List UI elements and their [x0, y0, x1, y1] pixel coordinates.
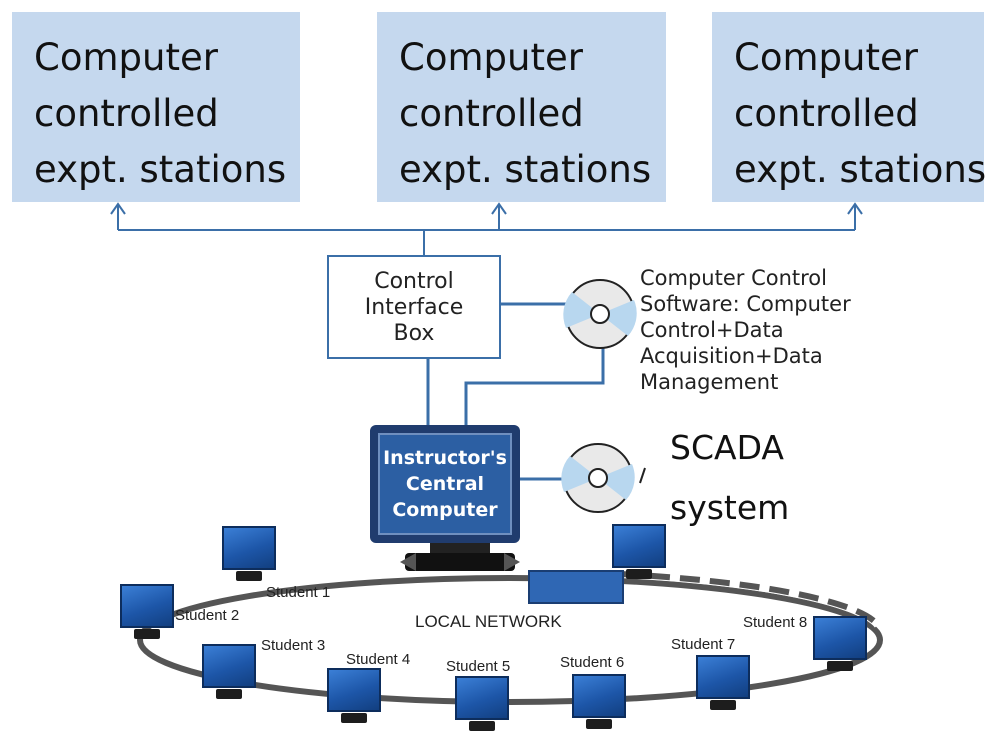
computer-monitor-icon — [813, 616, 867, 660]
monitor-base — [341, 713, 367, 723]
student-label-7: Student 7 — [671, 636, 736, 653]
software-line: Computer Control — [640, 266, 827, 290]
central-computer-line: Central — [405, 473, 485, 495]
scada-line: system — [670, 488, 790, 527]
network-ring — [137, 575, 883, 705]
computer-monitor-icon — [455, 676, 509, 720]
monitor-base — [216, 689, 242, 699]
student-label-1: Student 1 — [266, 584, 331, 601]
student-label-4: Student 4 — [346, 651, 411, 668]
software-line: Management — [640, 370, 779, 394]
left-pointer — [400, 553, 416, 571]
monitor-base — [236, 571, 262, 581]
computer-monitor-icon — [120, 584, 174, 628]
cd-disc-icon — [561, 443, 646, 513]
station-line: expt. stations — [734, 148, 987, 191]
student-computer-1 — [222, 526, 276, 584]
scada-line: SCADA — [670, 428, 784, 467]
station-box-3: Computer controlled expt. stations — [712, 12, 987, 202]
student-label-8: Student 8 — [743, 614, 808, 631]
central-computer-neck — [430, 543, 490, 553]
central-computer-monitor: Instructor's Central Computer — [370, 425, 520, 543]
station-line: controlled — [734, 92, 919, 135]
central-computer-screen: Instructor's Central Computer — [378, 433, 512, 535]
central-computer-base — [405, 553, 515, 571]
computer-monitor-icon — [696, 655, 750, 699]
keyboard-icon — [528, 570, 624, 604]
monitor-base — [134, 629, 160, 639]
station-line: expt. stations — [34, 148, 287, 191]
control-box-line: Interface — [364, 295, 464, 320]
student-label-5: Student 5 — [446, 658, 511, 675]
computer-monitor-icon — [612, 524, 666, 568]
control-interface-box: Control Interface Box — [327, 255, 501, 359]
student-computer-4 — [327, 668, 381, 726]
software-line: Software: Computer — [640, 292, 851, 316]
student-computer-5 — [455, 676, 509, 734]
student-label-2: Student 2 — [175, 607, 240, 624]
student-label-6: Student 6 — [560, 654, 625, 671]
station-bus — [117, 204, 856, 256]
computer-monitor-icon — [202, 644, 256, 688]
monitor-base — [626, 569, 652, 579]
student-computer-3 — [202, 644, 256, 702]
student-computer-7 — [696, 655, 750, 713]
station-line: controlled — [399, 92, 584, 135]
student-computer-8 — [813, 616, 867, 674]
station-line: Computer — [399, 36, 583, 79]
student-computer-2 — [120, 584, 174, 642]
central-computer-line: Instructor's — [383, 447, 507, 469]
software-line: Acquisition+Data — [640, 344, 823, 368]
student-label-3: Student 3 — [261, 637, 326, 654]
student-computer-6 — [572, 674, 626, 732]
station-box-2: Computer controlled expt. stations — [377, 12, 666, 202]
software-label: Computer Control Software: Computer Cont… — [640, 265, 851, 395]
station-line: controlled — [34, 92, 219, 135]
monitor-base — [586, 719, 612, 729]
computer-monitor-icon — [327, 668, 381, 712]
software-line: Control+Data — [640, 318, 784, 342]
monitor-base — [469, 721, 495, 731]
monitor-base — [710, 700, 736, 710]
local-network-label: LOCAL NETWORK — [415, 612, 562, 631]
extra-computer — [612, 524, 666, 582]
computer-monitor-icon — [222, 526, 276, 570]
up-arrow-icon — [110, 202, 863, 215]
station-line: expt. stations — [399, 148, 652, 191]
right-pointer — [504, 553, 520, 571]
computer-monitor-icon — [572, 674, 626, 718]
central-computer-line: Computer — [392, 499, 498, 521]
control-box-line: Control — [374, 269, 454, 294]
station-line: Computer — [34, 36, 218, 79]
dashed-ring-segment — [619, 571, 881, 627]
scada-label: SCADA system — [670, 418, 789, 538]
station-line: Computer — [734, 36, 918, 79]
monitor-base — [827, 661, 853, 671]
cd-disc-icon — [563, 279, 637, 349]
control-box-line: Box — [393, 321, 435, 346]
station-box-1: Computer controlled expt. stations — [12, 12, 300, 202]
